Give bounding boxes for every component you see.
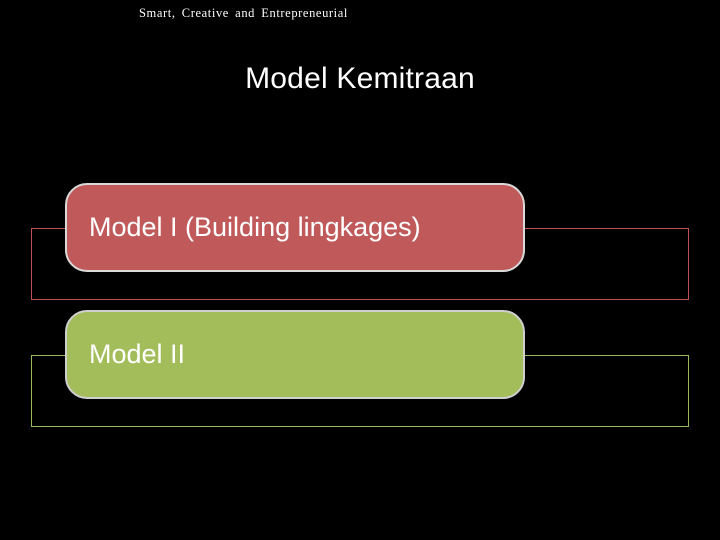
model-1-box[interactable]: Model I (Building lingkages): [65, 183, 525, 272]
page-title: Model Kemitraan: [245, 62, 475, 95]
model-2-label: Model II: [89, 338, 186, 369]
model-2-box[interactable]: Model II: [65, 310, 525, 399]
slide-header-text: Smart, Creative and Entrepreneurial: [139, 6, 348, 20]
model-1-label: Model I (Building lingkages): [89, 211, 421, 242]
